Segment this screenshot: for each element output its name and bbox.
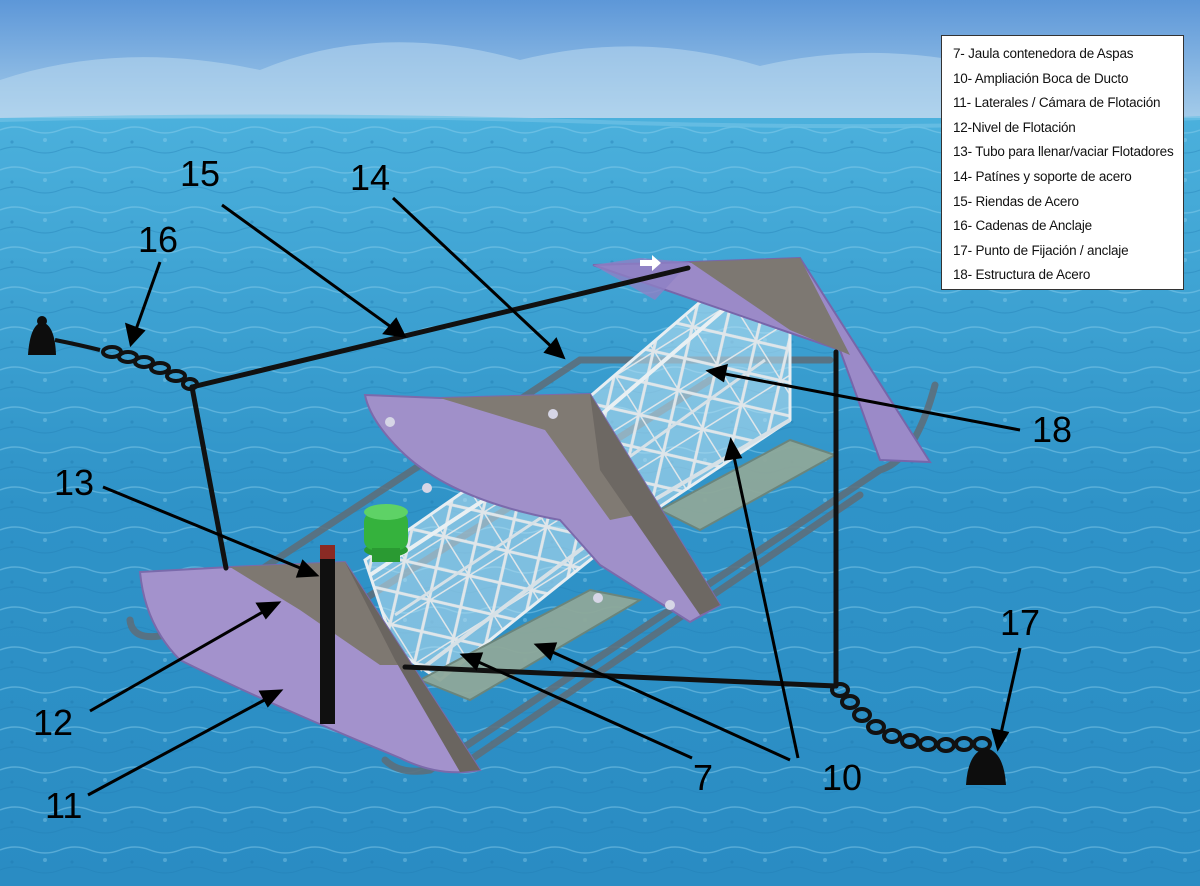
- legend-item-11: 11- Laterales / Cámara de Flotación: [953, 95, 1161, 111]
- legend-item-16: 16- Cadenas de Anclaje: [953, 218, 1092, 234]
- callout-12: 12: [33, 702, 74, 743]
- callout-10: 10: [822, 757, 863, 798]
- flow-arrow-icon: [640, 255, 661, 271]
- callout-17: 17: [1000, 602, 1041, 643]
- legend-item-14: 14- Patínes y soporte de acero: [953, 168, 1132, 184]
- legend-item-18: 18- Estructura de Acero: [953, 267, 1091, 283]
- middle-floater: [363, 392, 722, 624]
- callout-7: 7: [693, 757, 714, 798]
- callout-13: 13: [54, 462, 95, 503]
- fill-tube: [320, 545, 335, 724]
- legend-item-10: 10- Ampliación Boca de Ducto: [953, 70, 1129, 86]
- callout-16: 16: [138, 219, 179, 260]
- callout-18: 18: [1032, 409, 1073, 450]
- callout-11: 11: [45, 785, 83, 826]
- anchor-chain-left: [54, 338, 199, 391]
- legend-item-12: 12-Nivel de Flotación: [953, 119, 1076, 135]
- legend-item-15: 15- Riendas de Acero: [953, 193, 1079, 209]
- legend-item-13: 13- Tubo para llenar/vaciar Flotadores: [953, 144, 1174, 160]
- legend-item-17: 17- Punto de Fijación / anclaje: [953, 242, 1129, 258]
- anchor-weight-left: [28, 316, 56, 355]
- leader-lines: [87, 196, 1022, 797]
- callout-14: 14: [350, 157, 391, 198]
- legend-item-7: 7- Jaula contenedora de Aspas: [953, 46, 1134, 61]
- legend: 7- Jaula contenedora de Aspas 10- Amplia…: [941, 35, 1184, 290]
- callout-15: 15: [180, 153, 221, 194]
- valve: [364, 504, 408, 562]
- sky-cloud: [0, 42, 1000, 122]
- steel-cables: [189, 265, 839, 689]
- anchor-weight-right: [966, 748, 1006, 785]
